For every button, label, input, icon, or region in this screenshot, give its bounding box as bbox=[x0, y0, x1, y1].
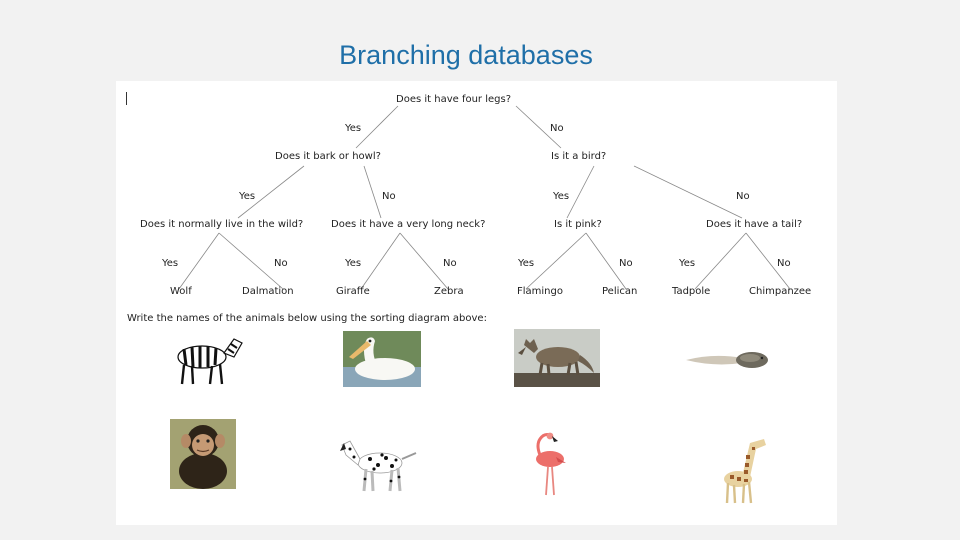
tree-connector-lines bbox=[178, 105, 791, 290]
tadpole-picture bbox=[686, 352, 768, 368]
dalmatian-picture bbox=[340, 440, 417, 492]
branch-yes-label: Yes bbox=[679, 258, 696, 269]
flamingo-picture bbox=[536, 432, 566, 496]
branch-no-label: No bbox=[777, 258, 791, 269]
leaf-flamingo: Flamingo bbox=[517, 286, 563, 297]
branch-yes-label: Yes bbox=[518, 258, 535, 269]
leaf-pelican: Pelican bbox=[602, 286, 638, 297]
branch-yes-label: Yes bbox=[162, 258, 179, 269]
question-long-neck: Does it have a very long neck? bbox=[331, 219, 486, 230]
branch-yes-label: Yes bbox=[345, 258, 362, 269]
leaf-chimpanzee: Chimpanzee bbox=[749, 286, 812, 297]
worksheet-instruction: Write the names of the animals below usi… bbox=[127, 313, 487, 324]
question-four-legs: Does it have four legs? bbox=[396, 94, 512, 105]
question-is-pink: Is it pink? bbox=[554, 219, 602, 230]
branch-yes-label: Yes bbox=[239, 191, 256, 202]
branch-no-label: No bbox=[736, 191, 750, 202]
branch-no-label: No bbox=[550, 123, 564, 134]
leaf-wolf: Wolf bbox=[170, 286, 192, 297]
branch-yes-label: Yes bbox=[553, 191, 570, 202]
wolf-picture bbox=[514, 329, 600, 387]
worksheet-page: Does it have four legs? Yes No Does it b… bbox=[116, 81, 837, 525]
chimpanzee-picture bbox=[170, 419, 236, 489]
zebra-picture bbox=[177, 338, 243, 385]
slide-title: Branching databases bbox=[339, 40, 593, 70]
branch-no-label: No bbox=[443, 258, 457, 269]
question-has-tail: Does it have a tail? bbox=[706, 219, 803, 230]
text-cursor bbox=[126, 92, 127, 105]
giraffe-picture bbox=[724, 439, 766, 504]
branch-yes-label: Yes bbox=[345, 123, 362, 134]
branch-no-label: No bbox=[274, 258, 288, 269]
leaf-tadpole: Tadpole bbox=[672, 286, 711, 297]
question-live-in-wild: Does it normally live in the wild? bbox=[140, 219, 304, 230]
question-bark-or-howl: Does it bark or howl? bbox=[275, 151, 381, 162]
leaf-giraffe: Giraffe bbox=[336, 286, 370, 297]
question-is-bird: Is it a bird? bbox=[551, 151, 607, 162]
pelican-picture bbox=[343, 331, 421, 387]
branch-no-label: No bbox=[382, 191, 396, 202]
leaf-dalmation: Dalmation bbox=[242, 286, 294, 297]
leaf-zebra: Zebra bbox=[434, 286, 464, 297]
branch-no-label: No bbox=[619, 258, 633, 269]
